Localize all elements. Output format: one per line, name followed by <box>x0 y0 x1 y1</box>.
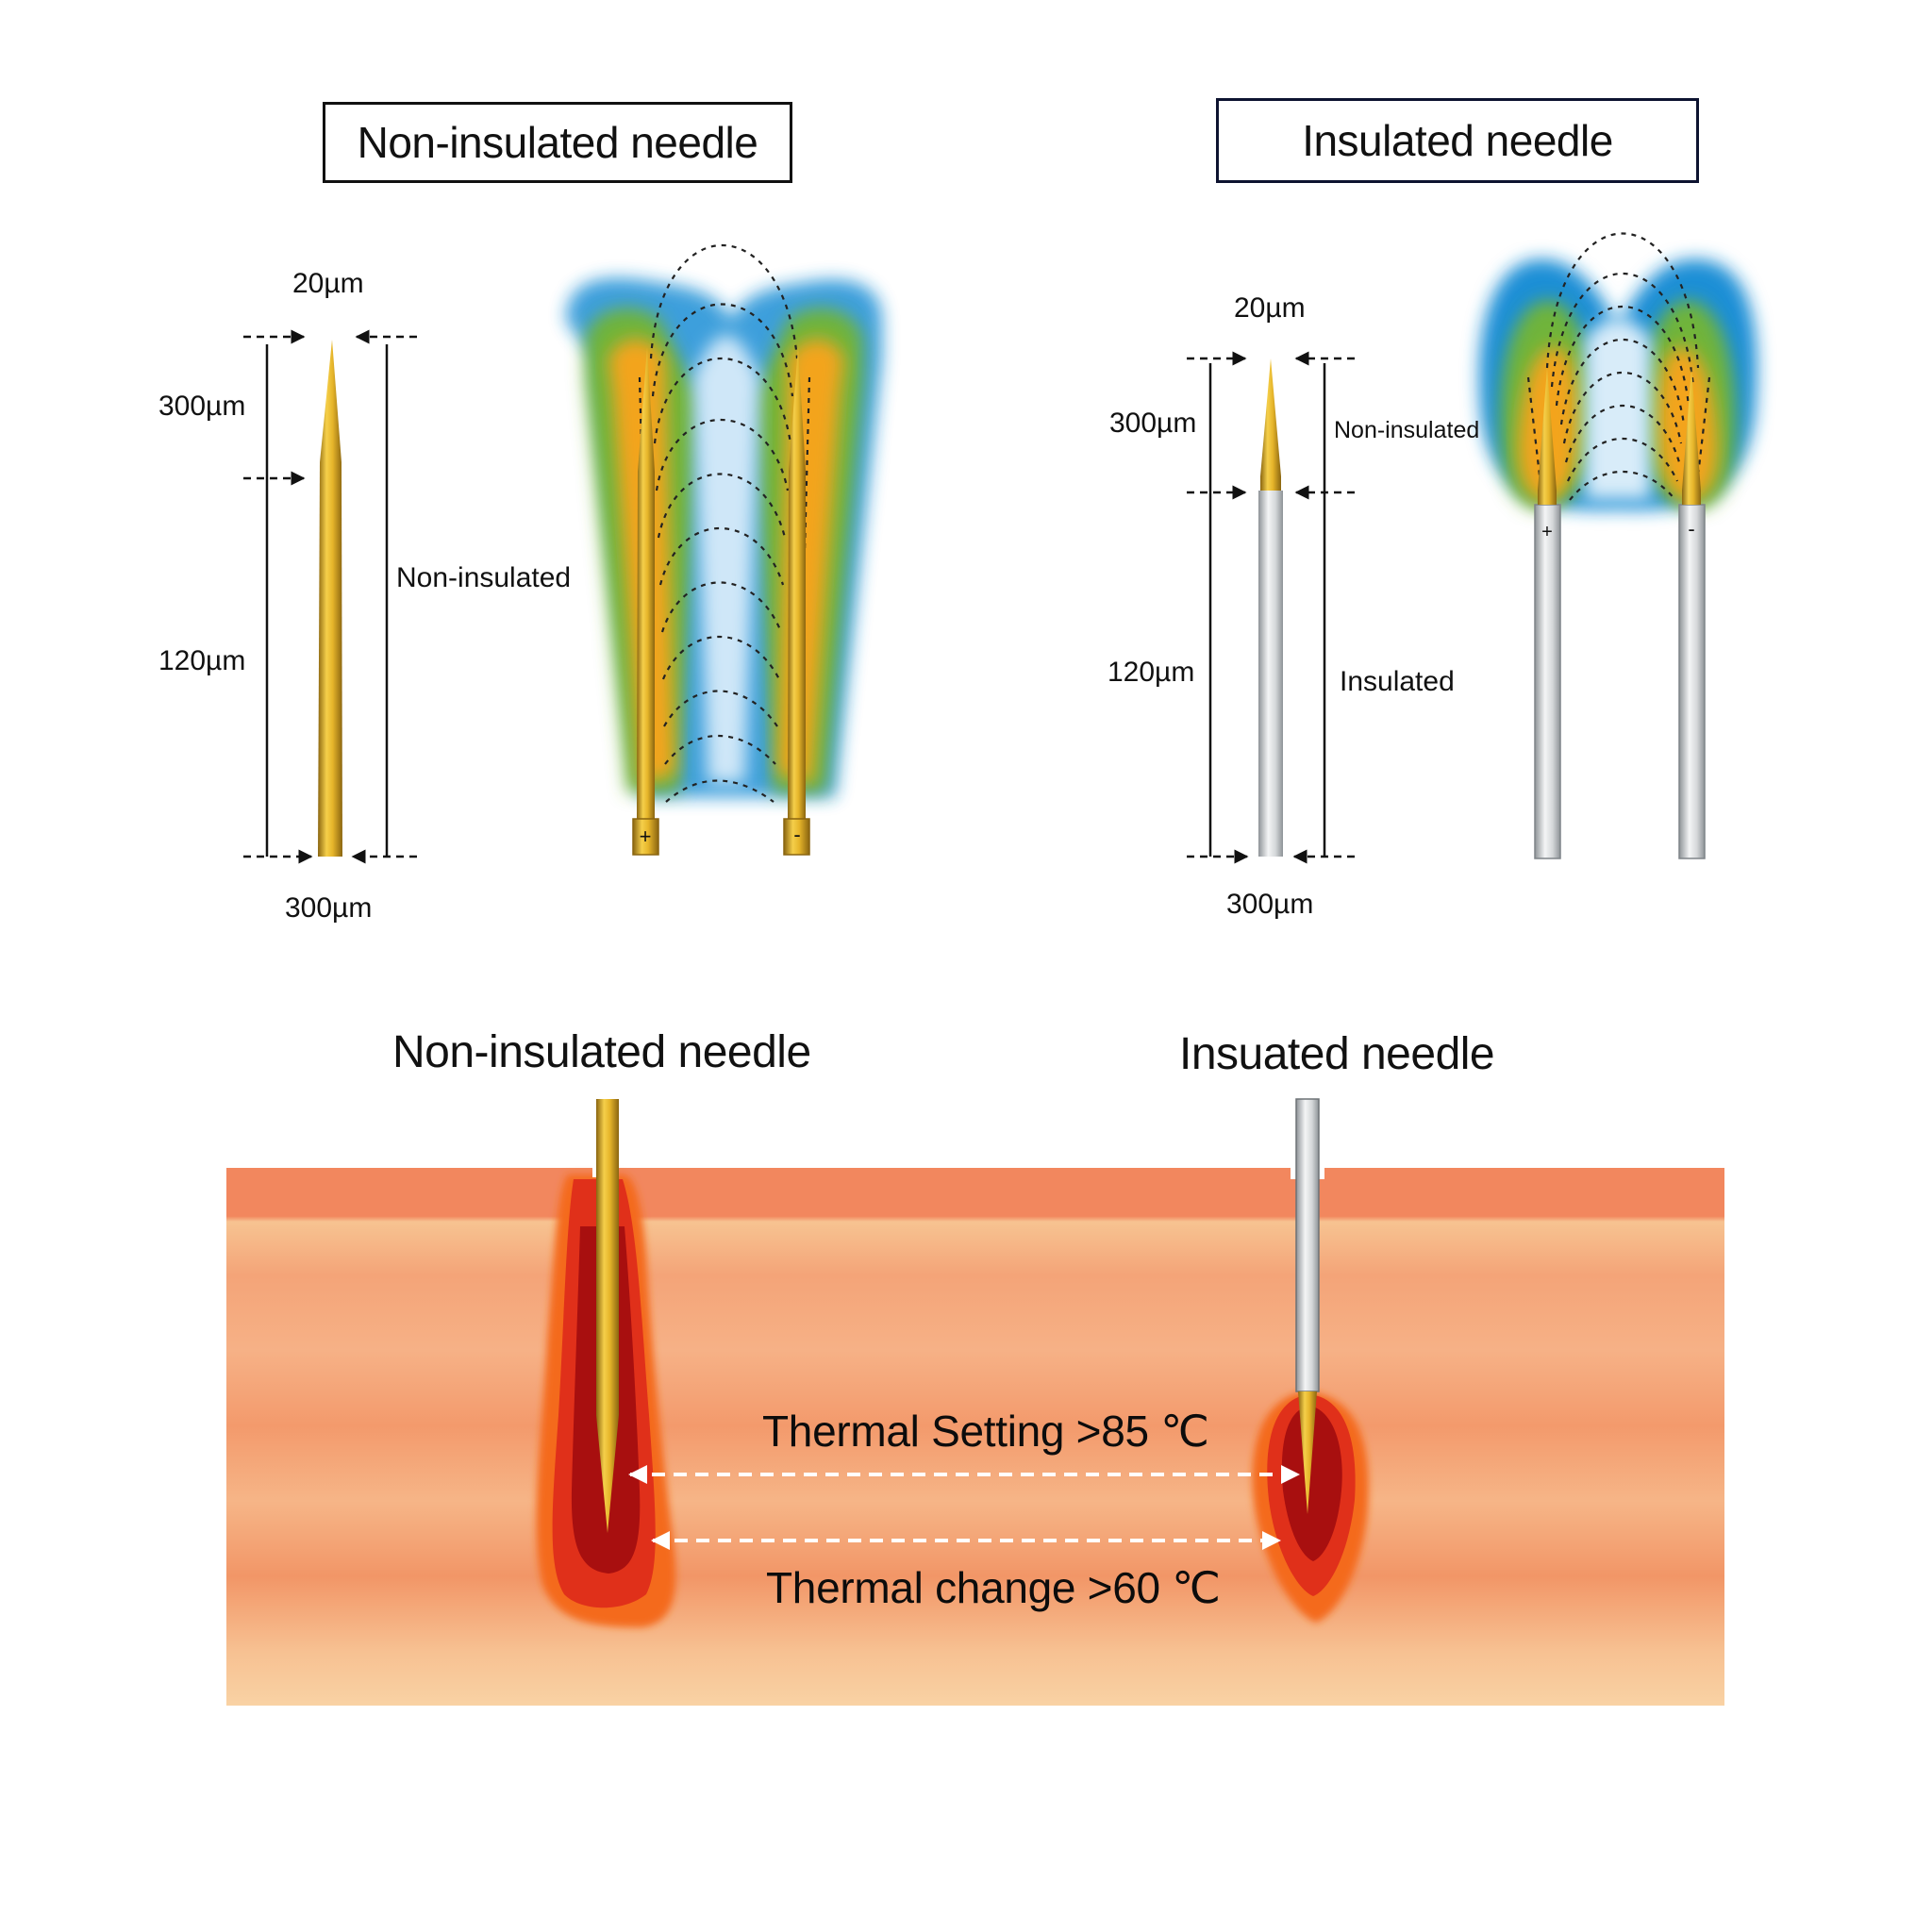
insulated-needle-pair-right: + - <box>1534 368 1706 859</box>
skin-cross-section <box>226 1168 1724 1706</box>
thermal-change-label: Thermal change >60 ℃ <box>766 1563 1221 1612</box>
bottom-heading-left: Non-insulated needle <box>392 1027 811 1077</box>
left-base-width-label: 300µm <box>285 892 373 924</box>
insulated-needle-single <box>1258 358 1283 857</box>
left-shaft-length-label: 120µm <box>158 645 246 676</box>
title-non-insulated-text: Non-insulated needle <box>357 118 758 167</box>
thermal-setting-label: Thermal Setting >85 ℃ <box>762 1407 1209 1456</box>
right-region-shaft-label: Insulated <box>1340 666 1455 697</box>
electric-field-right <box>1479 258 1757 510</box>
right-tip-width-label: 20µm <box>1234 292 1306 324</box>
title-non-insulated: Non-insulated needle <box>323 102 792 183</box>
electric-field-left <box>566 277 882 798</box>
left-region-label: Non-insulated <box>396 562 572 593</box>
svg-text:-: - <box>1688 517 1694 541</box>
left-tip-width-label: 20µm <box>292 268 364 299</box>
gold-needle-left <box>318 340 342 857</box>
right-shaft-length-label: 120µm <box>1108 657 1195 688</box>
right-tip-length-label: 300µm <box>1109 408 1197 439</box>
bottom-heading-right: Insuated needle <box>1179 1029 1495 1079</box>
svg-text:+: + <box>640 824 652 848</box>
heat-zone-right <box>1252 1158 1369 1623</box>
field-lines-right <box>1526 232 1711 501</box>
title-insulated: Insulated needle <box>1216 98 1699 183</box>
gold-needle-pair-left: + - <box>632 347 810 856</box>
right-dimension-lines <box>1187 351 1355 864</box>
left-tip-length-label: 300µm <box>158 391 246 422</box>
right-base-width-label: 300µm <box>1226 889 1314 920</box>
title-insulated-text: Insulated needle <box>1302 116 1613 165</box>
svg-text:+: + <box>1541 522 1553 542</box>
gold-needle-inserted <box>596 1099 619 1533</box>
svg-text:-: - <box>793 823 800 846</box>
right-region-tip-label: Non-insulated <box>1334 417 1480 443</box>
left-dimension-lines <box>243 329 417 864</box>
insulated-needle-inserted <box>1295 1098 1320 1514</box>
